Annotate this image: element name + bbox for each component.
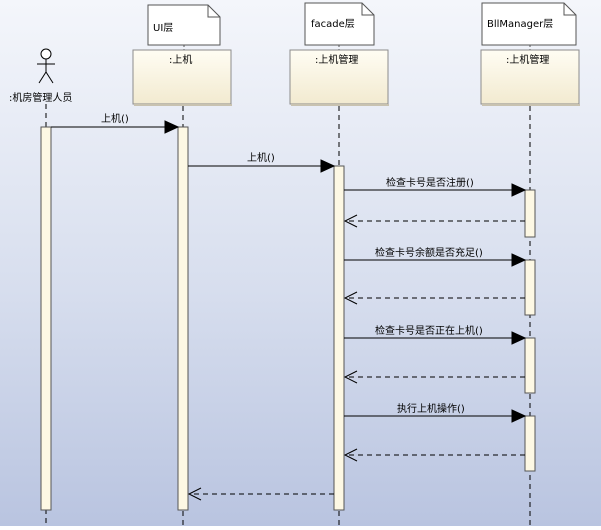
activation-facade [333,165,345,511]
activation-bll-1 [524,189,536,238]
message-4-arrow [344,253,527,267]
return-4-arrow [343,448,525,462]
message-1-arrow [51,120,180,134]
lifeline-bll-box[interactable]: :上机管理 [480,49,580,106]
message-6-arrow [344,409,527,423]
lifeline-ui-label: :上机 [169,53,192,66]
activation-actor [40,126,52,511]
message-2-arrow [188,159,336,173]
note-facade-label: facade层 [311,18,355,30]
activation-ui [177,126,189,511]
return-5-arrow [187,487,334,501]
activation-bll-3 [524,337,536,394]
actor-icon [37,48,55,84]
message-3-label: 检查卡号是否注册() [386,176,474,189]
message-5-arrow [344,331,527,345]
message-2-label: 上机() [247,151,275,164]
message-5-label: 检查卡号是否正在上机() [375,324,483,337]
note-ui: UI层 [147,4,221,50]
note-ui-label: UI层 [153,22,173,34]
message-3-arrow [344,183,527,197]
note-bll: BllManager层 [481,2,577,50]
return-1-arrow [343,214,525,228]
return-3-arrow [343,370,525,384]
activation-bll-4 [524,415,536,472]
note-facade: facade层 [304,2,375,50]
return-2-arrow [343,291,525,305]
lifeline-facade-box[interactable]: :上机管理 [289,49,389,106]
activation-bll-2 [524,259,536,316]
message-6-label: 执行上机操作() [397,402,465,415]
message-1-label: 上机() [101,112,129,125]
lifeline-bll-label: :上机管理 [506,53,549,66]
message-4-label: 检查卡号余额是否充足() [375,246,483,259]
actor-label: :机房管理人员 [9,91,72,104]
note-bll-label: BllManager层 [487,18,553,30]
lifeline-facade-label: :上机管理 [315,53,358,66]
lifeline-ui-box[interactable]: :上机 [132,49,232,106]
